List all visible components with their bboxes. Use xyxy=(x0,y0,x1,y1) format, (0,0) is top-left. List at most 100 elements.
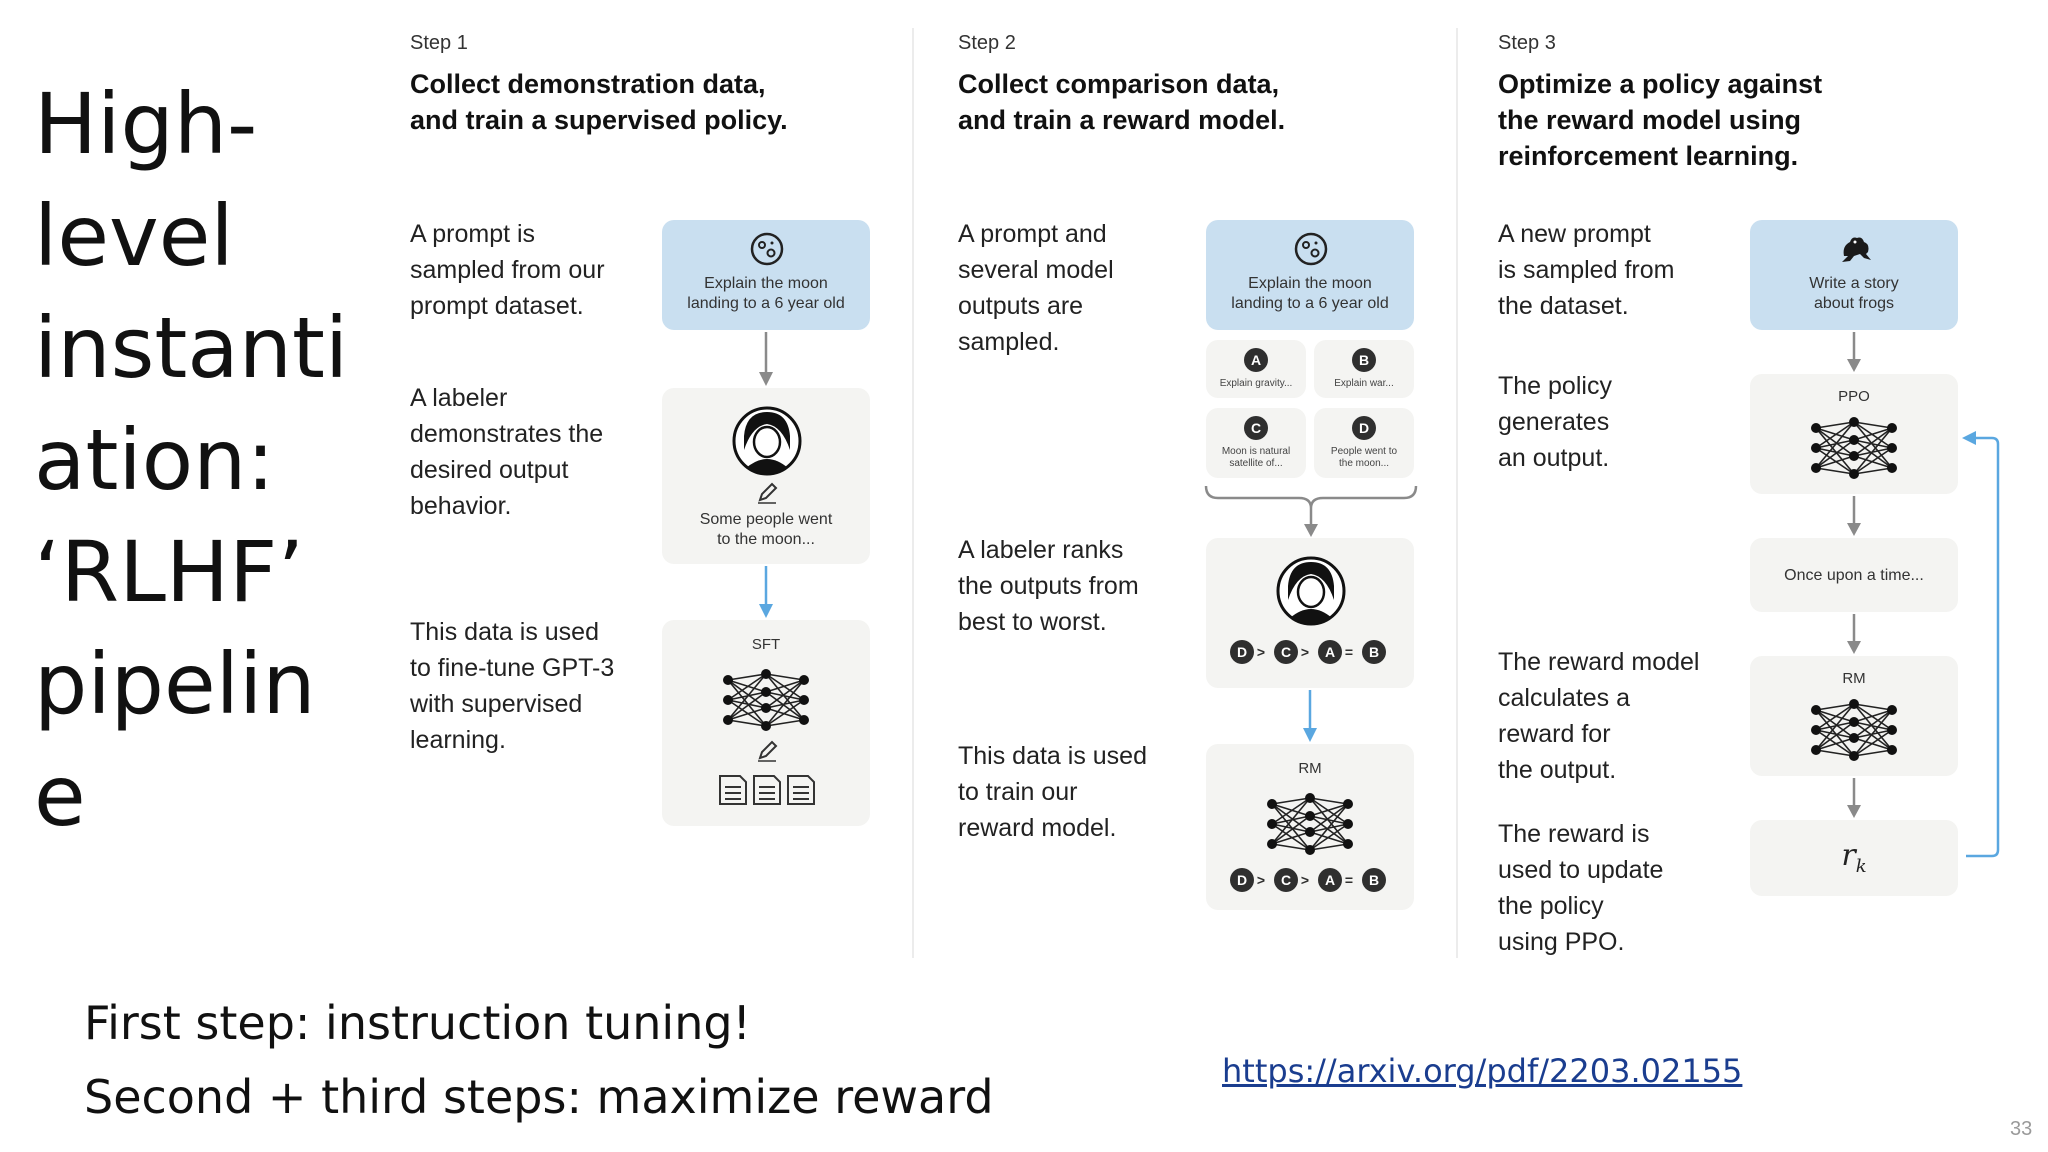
rank-badge xyxy=(1362,868,1386,892)
rm-label: RM xyxy=(1842,670,1866,687)
desc-line: the policy xyxy=(1498,892,1604,920)
ranking-sequence: D>C>A=B xyxy=(1230,640,1386,664)
down-arrow-icon xyxy=(759,332,773,386)
output-text: Explain war... xyxy=(1314,378,1414,390)
nn-node xyxy=(799,675,809,685)
desc-line: This data is used xyxy=(958,742,1147,770)
column-divider xyxy=(912,28,914,958)
nn-node xyxy=(1811,725,1821,735)
output-line: the moon... xyxy=(1338,458,1390,469)
nn-node xyxy=(1887,423,1897,433)
output-line: Moon is natural xyxy=(1221,446,1291,457)
heading-line: and train a reward model. xyxy=(958,105,1286,135)
desc-line: using PPO. xyxy=(1498,928,1625,956)
prompt-line: Write a story xyxy=(1809,275,1899,292)
prompt-text: Write a story about frogs xyxy=(1750,274,1958,314)
desc-line: behavior. xyxy=(410,492,512,520)
title-line: instanti xyxy=(34,299,349,397)
nn-node xyxy=(1811,705,1821,715)
desc-line: A prompt is xyxy=(410,220,536,248)
frog-icon xyxy=(1842,237,1871,262)
desc-line: the dataset. xyxy=(1498,292,1629,320)
rank-letter: C xyxy=(1281,644,1291,660)
heading-line: and train a supervised policy. xyxy=(410,105,788,135)
nn-node xyxy=(1887,705,1897,715)
rank-letter: B xyxy=(1369,872,1379,888)
step1-demonstration-box: Some people went to the moon... xyxy=(662,388,870,564)
nn-node xyxy=(1849,451,1859,461)
rank-letter: D xyxy=(1237,644,1247,660)
nn-node xyxy=(1305,845,1315,855)
nn-node xyxy=(1887,463,1897,473)
step3-desc-update: The reward is used to update the policy … xyxy=(1498,816,1663,960)
demonstration-text: Some people went to the moon... xyxy=(662,510,870,550)
heading-line: the reward model using xyxy=(1498,105,1802,135)
nn-node xyxy=(799,715,809,725)
title-line: ‘RLHF’ xyxy=(34,523,305,621)
step2-label: Step 2 xyxy=(958,32,1016,54)
rank-badge xyxy=(1362,640,1386,664)
nn-node xyxy=(1849,435,1859,445)
desc-line: an output. xyxy=(1498,444,1610,472)
rank-badge xyxy=(1230,640,1254,664)
prompt-line: Explain the moon xyxy=(1248,275,1372,292)
letter-text: C xyxy=(1251,420,1261,436)
desc-line: reward for xyxy=(1498,720,1611,748)
nn-node xyxy=(1887,725,1897,735)
desc-line: A labeler xyxy=(410,384,508,412)
neural-network-icon xyxy=(1811,417,1897,479)
rank-letter: A xyxy=(1325,872,1335,888)
step2-heading: Collect comparison data, and train a rew… xyxy=(958,66,1285,138)
output-letter-c: C xyxy=(1244,416,1268,440)
labeler-avatar-icon xyxy=(1276,556,1346,626)
desc-line: The reward is xyxy=(1498,820,1650,848)
prompt-line: Explain the moon xyxy=(704,275,828,292)
labeler-avatar-icon xyxy=(732,406,802,476)
nn-node xyxy=(723,715,733,725)
output-line: satellite of... xyxy=(1229,458,1283,469)
step2-desc-rank: A labeler ranks the outputs from best to… xyxy=(958,532,1139,640)
ranking-sequence: D>C>A=B xyxy=(1230,868,1386,892)
output-line: People went to xyxy=(1330,446,1398,457)
desc-line: sampled. xyxy=(958,328,1060,356)
heading-line: reinforcement learning. xyxy=(1498,141,1799,171)
step2-ranking-box: D>C>A=B xyxy=(1206,538,1414,688)
step3-output-box: Once upon a time... xyxy=(1750,538,1958,612)
bottom-line-2: Second + third steps: maximize reward xyxy=(84,1070,994,1124)
output-text: Explain gravity... xyxy=(1206,378,1306,390)
desc-line: This data is used xyxy=(410,618,599,646)
ppo-label: PPO xyxy=(1838,388,1870,405)
desc-line: is sampled from xyxy=(1498,256,1675,284)
desc-line: The policy xyxy=(1498,372,1612,400)
neural-network-icon xyxy=(723,669,809,731)
nn-node xyxy=(761,687,771,697)
desc-line: sampled from our xyxy=(410,256,605,284)
desc-line: A labeler ranks xyxy=(958,536,1124,564)
reward-value: rk xyxy=(1750,838,1958,877)
nn-node xyxy=(1343,799,1353,809)
title-line: e xyxy=(34,747,86,845)
rank-operator: > xyxy=(1301,644,1309,660)
rank-letter: D xyxy=(1237,872,1247,888)
step1-label: Step 1 xyxy=(410,32,468,54)
rank-badge xyxy=(1318,868,1342,892)
paper-link[interactable]: https://arxiv.org/pdf/2203.02155 xyxy=(1222,1052,1743,1090)
heading-line: Collect comparison data, xyxy=(958,69,1280,99)
output-letter-d: D xyxy=(1352,416,1376,440)
title-line: High- xyxy=(34,75,258,173)
nn-node xyxy=(1887,443,1897,453)
desc-line: the output. xyxy=(1498,756,1617,784)
brace-arrow-icon xyxy=(1204,485,1418,537)
neural-network-icon xyxy=(1267,793,1353,855)
nn-node xyxy=(1887,745,1897,755)
output-text: Once upon a time... xyxy=(1784,567,1924,584)
desc-line: with supervised xyxy=(410,690,583,718)
prompt-text: Explain the moon landing to a 6 year old xyxy=(1206,274,1414,314)
nn-node xyxy=(1267,819,1277,829)
step3-reward-box: rk xyxy=(1750,820,1958,896)
rank-operator: = xyxy=(1345,644,1353,660)
letter-text: D xyxy=(1359,420,1369,436)
rank-badge xyxy=(1318,640,1342,664)
feedback-loop-arrow-icon xyxy=(1962,431,2000,858)
nn-node xyxy=(761,669,771,679)
